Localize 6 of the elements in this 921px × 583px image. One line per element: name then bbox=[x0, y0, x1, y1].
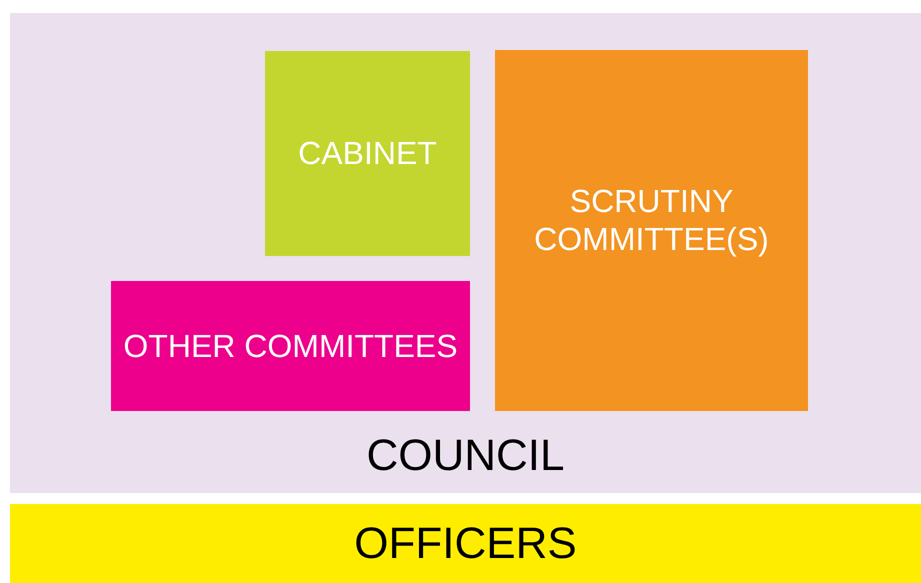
committee-box: SCRUTINY COMMITTEE(S) bbox=[495, 50, 808, 411]
council-label: COUNCIL bbox=[366, 431, 565, 481]
officers-band: OFFICERS bbox=[10, 504, 921, 583]
committee-box: OTHER COMMITTEES bbox=[111, 281, 470, 411]
cabinet-box: CABINET bbox=[265, 51, 470, 256]
council-panel bbox=[10, 13, 921, 493]
